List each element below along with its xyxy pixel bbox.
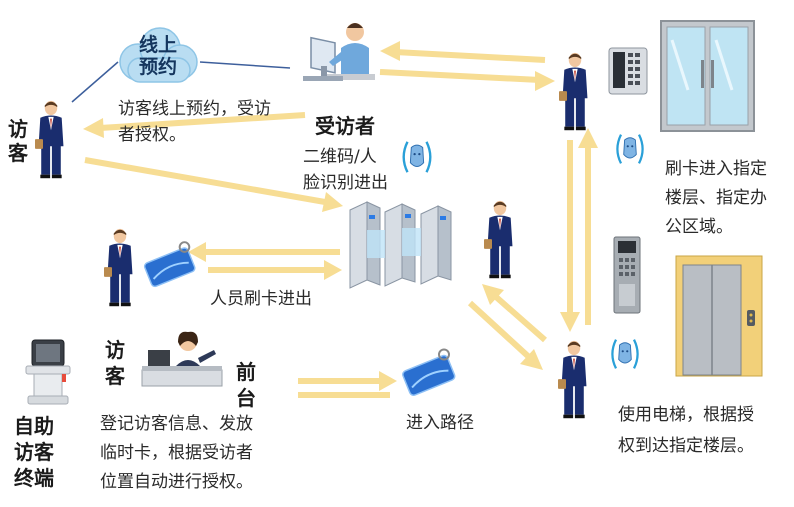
arrow-host-to-visitor — [83, 112, 306, 138]
arrow-up — [578, 128, 598, 325]
kiosk-label-line-3: 终端 — [14, 466, 54, 490]
kiosk-text-line-3: 位置自动进行授权。 — [100, 472, 253, 492]
face-text-line-1: 二维码/人 — [303, 147, 377, 167]
face-scan-icon — [607, 333, 643, 375]
path-text: 进入路径 — [406, 413, 474, 433]
arrow-to-elevator-guy — [467, 300, 543, 370]
kiosk-label-line-1: 自助 — [14, 414, 54, 438]
face-scan-icon — [612, 128, 648, 170]
kiosk-text-line-1: 登记访客信息、发放 — [100, 414, 253, 434]
face-scan-icon — [398, 136, 436, 178]
reception-front-char-1: 前 — [236, 360, 256, 384]
computer-user-icon — [303, 23, 375, 81]
elevator-text-line-1: 使用电梯，根据授 — [618, 405, 754, 425]
arrow-visitor-to-turnstile — [84, 157, 343, 212]
door-text-line-1: 刷卡进入指定 — [665, 159, 767, 179]
visitor-left-char-2: 客 — [8, 141, 28, 165]
intercom-panel-icon — [613, 236, 641, 314]
visitor-left-label: 访 客 — [8, 117, 30, 165]
arrow-card-to-turnstile — [208, 260, 342, 280]
access-card-icon — [398, 345, 458, 397]
arrow-door-to-host — [380, 41, 546, 63]
businessman-icon — [33, 100, 69, 180]
face-text-line-2: 脸识别进出 — [303, 173, 388, 193]
cloud-label: 线上 预约 — [118, 34, 198, 78]
glass-door-icon — [660, 20, 755, 132]
kiosk-text: 登记访客信息、发放 临时卡，根据受访者 位置自动进行授权。 — [100, 410, 253, 497]
elevator-text-line-2: 权到达指定楼层。 — [618, 436, 754, 456]
cloud-icon — [119, 27, 198, 83]
turnstile-icon — [349, 201, 452, 289]
visitor-left-char-1: 访 — [8, 117, 28, 141]
door-text-line-2: 楼层、指定办 — [665, 188, 767, 208]
elevator-icon — [675, 255, 763, 377]
keypad-icon — [608, 47, 648, 95]
reception-visitor-char-1: 访 — [105, 338, 125, 362]
face-text: 二维码/人 脸识别进出 — [303, 144, 388, 196]
kiosk-label: 自助 访客 终端 — [14, 413, 74, 491]
businessman-icon — [482, 200, 518, 280]
arrow-to-turnstile — [482, 284, 547, 343]
cloud-line-2: 预约 — [138, 56, 177, 78]
host-label: 受访者 — [315, 114, 375, 138]
reception-front-char-2: 台 — [236, 386, 256, 410]
cloud-line-right — [199, 61, 291, 69]
kiosk-text-line-2: 临时卡，根据受访者 — [100, 443, 253, 463]
online-text-line-1: 访客线上预约，受访 — [118, 99, 271, 119]
businessman-icon — [556, 340, 592, 420]
reception-visitor-label: 访 客 — [105, 337, 125, 389]
online-text-line-2: 者授权。 — [118, 125, 186, 145]
arrow-front-to-card — [298, 371, 397, 391]
door-text-line-3: 公区域。 — [665, 217, 733, 237]
reception-visitor-char-2: 客 — [105, 364, 125, 388]
elevator-text: 使用电梯，根据授 权到达指定楼层。 — [618, 400, 754, 462]
businessman-icon — [557, 52, 593, 132]
access-card-icon — [140, 238, 198, 288]
card-text: 人员刷卡进出 — [210, 289, 312, 309]
receptionist-icon — [141, 331, 223, 387]
arrow-host-to-door — [379, 69, 555, 91]
businessman-icon — [102, 228, 138, 308]
door-text: 刷卡进入指定 楼层、指定办 公区域。 — [665, 155, 767, 242]
arrow-turnstile-to-card — [188, 242, 340, 262]
online-text: 访客线上预约，受访 者授权。 — [118, 96, 271, 148]
arrow-down — [560, 140, 580, 332]
kiosk-icon — [25, 339, 71, 405]
reception-front-label: 前 台 — [236, 359, 256, 411]
cloud-line-left — [71, 61, 119, 103]
kiosk-label-line-2: 访客 — [14, 440, 54, 464]
cloud-line-1: 线上 — [138, 34, 177, 56]
